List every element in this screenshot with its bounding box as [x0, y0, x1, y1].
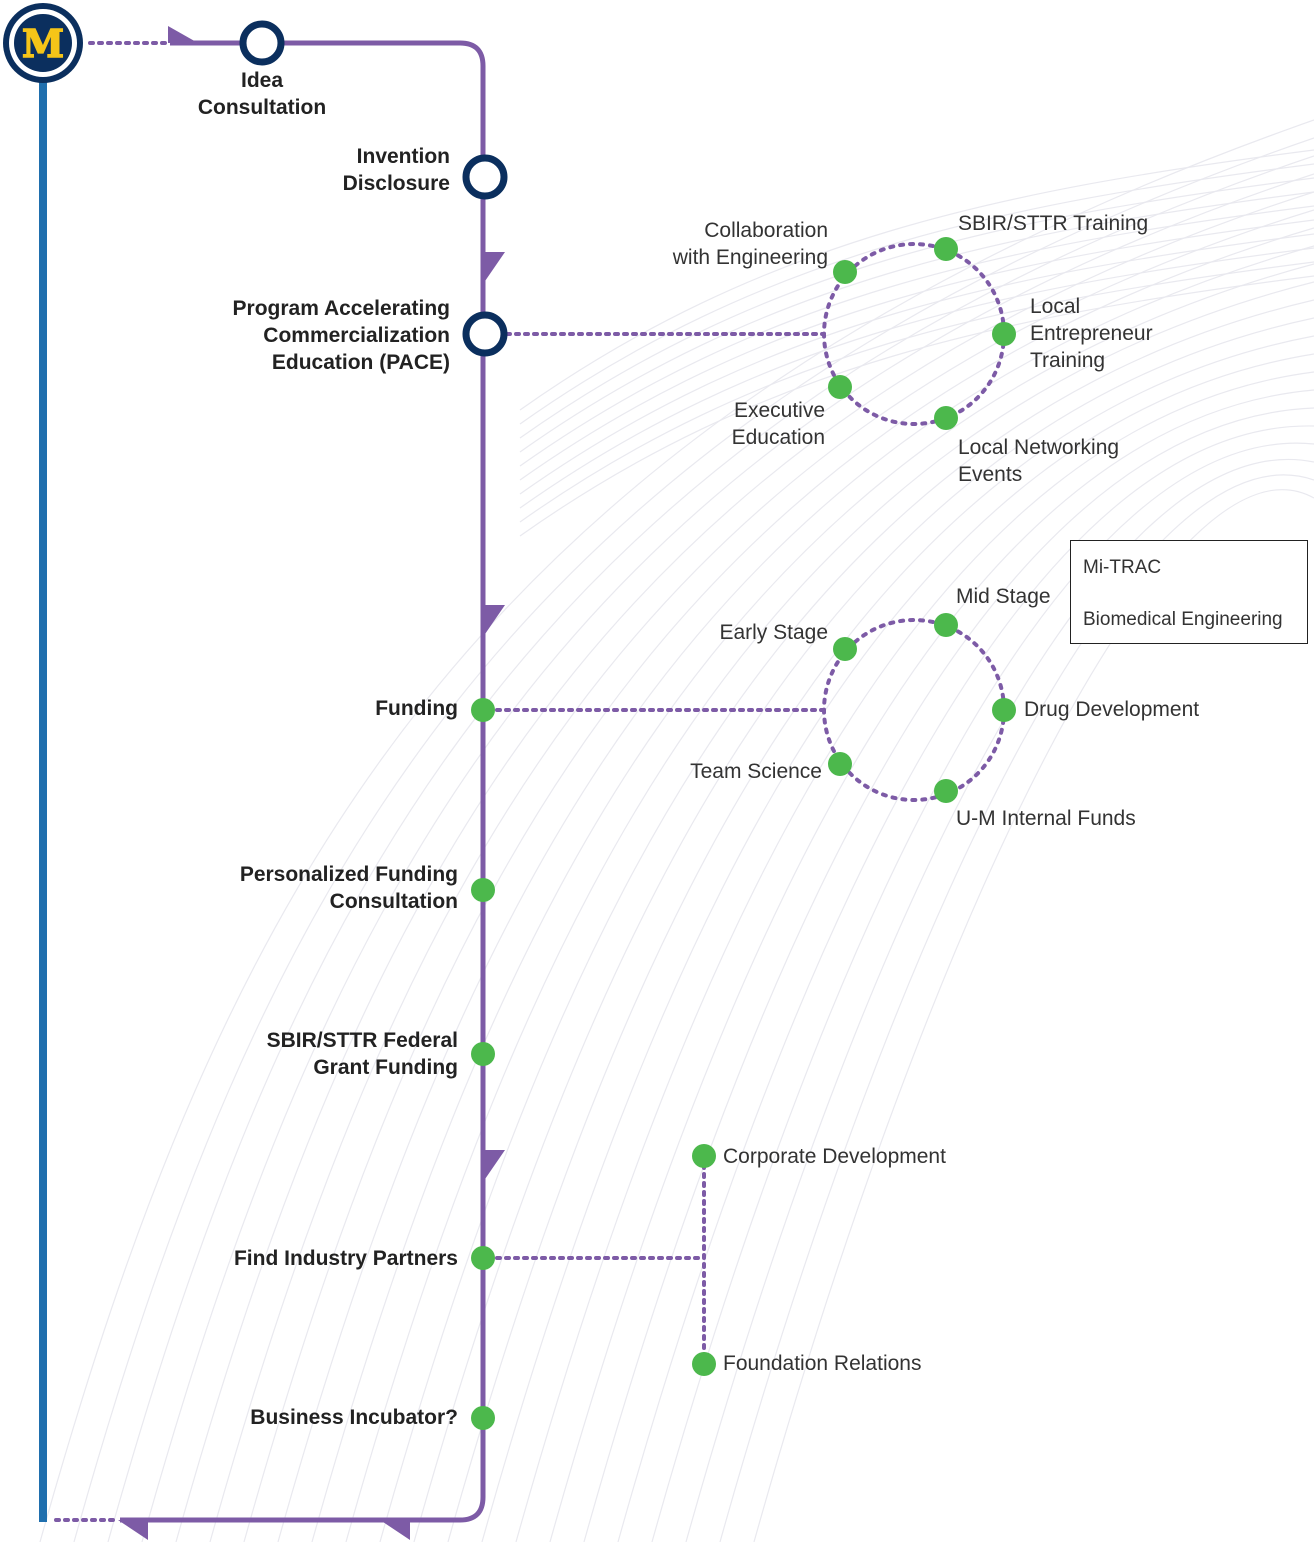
background-swirl-line [39, 119, 1314, 1542]
industry-partners-station-icon[interactable] [471, 1246, 495, 1270]
mid-stage-programs-box: Mi-TRAC Biomedical Engineering [1070, 540, 1308, 644]
background-swirl-line [583, 407, 1314, 1542]
direction-arrow-bottom-2 [118, 1520, 148, 1540]
executive-education-label: Executive Education [731, 399, 825, 449]
background-swirl-line [519, 247, 1314, 509]
drug-development-node-icon[interactable] [992, 698, 1016, 722]
personalized-funding-station-icon[interactable] [471, 878, 495, 902]
background-swirl-line [481, 353, 1314, 1542]
direction-arrow-2 [483, 605, 505, 637]
personalized-funding-label: Personalized Funding Consultation [239, 863, 458, 913]
background-swirl-line [519, 149, 1314, 411]
um-internal-funds-node-icon[interactable] [934, 779, 958, 803]
background-swirl-line [413, 317, 1314, 1542]
background-swirl-line [515, 371, 1314, 1542]
background-swirl-line [685, 459, 1314, 1542]
early-stage-node-icon[interactable] [833, 637, 857, 661]
background-swirl-line [519, 205, 1314, 467]
funding-station-icon[interactable] [471, 698, 495, 722]
background-swirl-line [519, 191, 1314, 453]
background-swirl-line [753, 489, 1314, 1542]
mi-trac-label: Mi-TRAC [1083, 557, 1162, 578]
background-swirl-line [519, 233, 1314, 495]
background-swirl-pattern [39, 119, 1314, 1542]
background-swirl-line [447, 335, 1314, 1542]
direction-arrow-3 [483, 1150, 505, 1182]
sbir-grant-station-icon[interactable] [471, 1042, 495, 1066]
foundation-relations-node-icon[interactable] [692, 1352, 716, 1376]
local-entrepreneur-training-node-icon[interactable] [992, 322, 1016, 346]
mid-stage-label: Mid Stage [956, 585, 1051, 608]
background-swirl-line [209, 209, 1314, 1542]
background-swirl-line [73, 137, 1314, 1542]
foundation-relations-label: Foundation Relations [723, 1352, 922, 1375]
background-swirl-line [277, 245, 1314, 1542]
background-swirl-line [311, 263, 1314, 1542]
direction-arrow-1 [483, 252, 505, 284]
main-route-line [120, 40, 486, 1523]
collaboration-engineering-node-icon[interactable] [833, 260, 857, 284]
pace-label: Program Accelerating Commercialization E… [232, 297, 450, 374]
sbir-sttr-training-label: SBIR/STTR Training [958, 212, 1149, 235]
background-swirl-line [519, 163, 1314, 425]
corporate-development-label: Corporate Development [723, 1145, 946, 1168]
invention-disclosure-label: Invention Disclosure [342, 145, 450, 195]
business-incubator-label: Business Incubator? [250, 1406, 458, 1429]
mid-stage-node-icon[interactable] [934, 613, 958, 637]
local-networking-events-node-icon[interactable] [934, 406, 958, 430]
local-entrepreneur-training-label: Local Entrepreneur Training [1030, 295, 1153, 372]
team-science-node-icon[interactable] [828, 752, 852, 776]
background-swirl-line [651, 442, 1314, 1542]
team-science-label: Team Science [690, 760, 822, 783]
invention-disclosure-station-icon[interactable] [462, 154, 508, 200]
business-incubator-station-icon[interactable] [471, 1406, 495, 1430]
background-swirl-line [141, 173, 1314, 1542]
pace-station-icon[interactable] [462, 311, 508, 357]
early-stage-label: Early Stage [719, 621, 828, 644]
collaboration-engineering-label: Collaboration with Engineering [672, 219, 828, 269]
corporate-development-node-icon[interactable] [692, 1144, 716, 1168]
background-swirl-line [243, 227, 1314, 1542]
background-swirl-line [549, 389, 1314, 1542]
background-swirl-line [519, 261, 1314, 523]
direction-arrow-top [168, 26, 198, 43]
idea-consultation-station-icon[interactable] [239, 20, 285, 66]
sbir-grant-label: SBIR/STTR Federal Grant Funding [266, 1029, 458, 1079]
background-swirl-line [379, 299, 1314, 1542]
logo-letter: M [22, 21, 64, 66]
find-industry-partners-label: Find Industry Partners [233, 1247, 458, 1270]
um-internal-funds-label: U-M Internal Funds [956, 807, 1136, 830]
drug-development-label: Drug Development [1024, 698, 1200, 721]
biomedical-engineering-label: Biomedical Engineering [1083, 609, 1283, 630]
background-swirl-line [519, 275, 1314, 537]
idea-consultation-label: Idea Consultation [197, 69, 327, 119]
background-swirl-line [519, 177, 1314, 439]
university-of-michigan-block-m-logo-icon[interactable]: M [3, 3, 83, 83]
executive-education-node-icon[interactable] [828, 375, 852, 399]
sbir-sttr-training-node-icon[interactable] [934, 237, 958, 261]
background-swirl-line [345, 281, 1314, 1542]
background-swirl-line [719, 474, 1314, 1542]
direction-arrow-bottom-1 [380, 1520, 410, 1540]
background-swirl-line [519, 219, 1314, 481]
funding-label: Funding [375, 697, 458, 720]
local-networking-events-label: Local Networking Events [958, 436, 1120, 486]
